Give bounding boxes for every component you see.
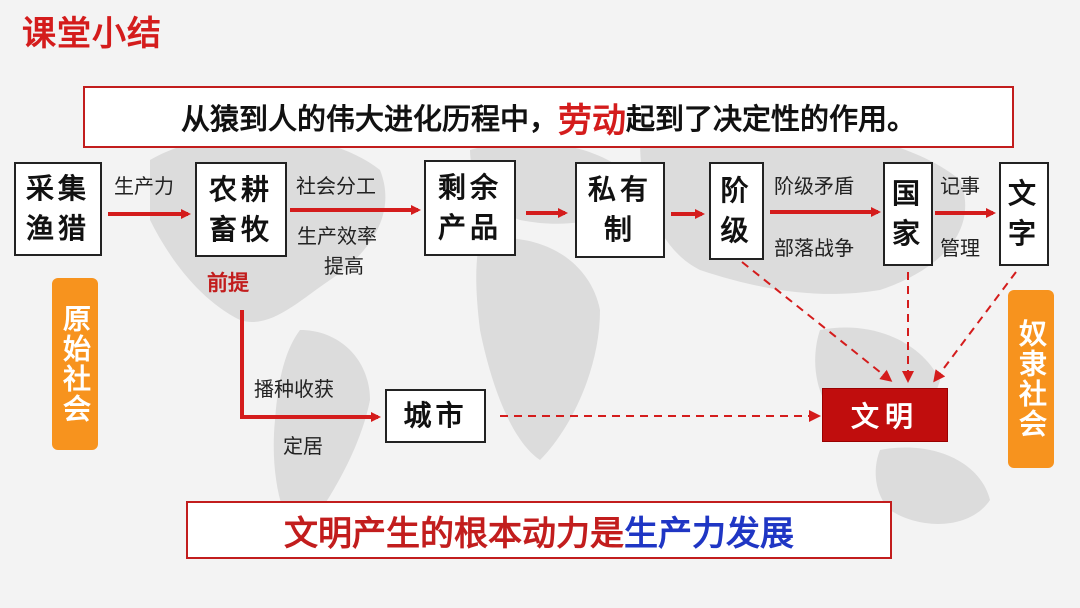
dashed-class-civilization <box>741 261 893 382</box>
label-production-efficiency: 生产效率 <box>297 224 377 248</box>
label-tribal-war: 部落战争 <box>774 236 854 260</box>
era-primitive-society: 原始社会 <box>52 278 98 450</box>
node-class: 阶 级 <box>709 162 764 260</box>
node-city: 城市 <box>385 389 486 443</box>
key-statement: 从猿到人的伟大进化历程中，劳动起到了决定性的作用。 <box>83 86 1014 148</box>
era-slave-society: 奴隶社会 <box>1008 290 1054 468</box>
conclusion-box: 文明产生的根本动力是生产力发展 <box>186 501 892 559</box>
dashed-writing-civilization <box>933 271 1017 383</box>
label-raise: 提高 <box>324 254 364 278</box>
arrow-farming-city <box>240 310 381 422</box>
conclusion-red: 文明产生的根本动力是 <box>284 513 624 554</box>
statement-highlight: 劳动 <box>558 100 626 141</box>
node-private-ownership: 私有 制 <box>575 162 665 258</box>
node-surplus-products: 剩余 产品 <box>424 160 516 256</box>
statement-post: 起到了决定性的作用。 <box>626 102 917 136</box>
label-class-conflict: 阶级矛盾 <box>774 174 854 198</box>
conclusion-blue: 生产力发展 <box>624 513 794 554</box>
label-sowing-harvest: 播种收获 <box>254 377 334 401</box>
label-settle: 定居 <box>283 434 323 458</box>
label-premise: 前提 <box>207 270 249 295</box>
page-title: 课堂小结 <box>22 14 162 54</box>
label-division-of-labor: 社会分工 <box>296 174 376 198</box>
node-gathering-fishing: 采集 渔猎 <box>14 162 102 256</box>
label-management: 管理 <box>940 236 980 260</box>
node-writing: 文 字 <box>999 162 1049 266</box>
node-farming-herding: 农耕 畜牧 <box>195 162 287 257</box>
node-state: 国 家 <box>883 162 933 266</box>
node-civilization: 文明 <box>822 388 948 442</box>
label-productivity: 生产力 <box>114 174 174 198</box>
label-record-keeping: 记事 <box>940 174 980 198</box>
statement-pre: 从猿到人的伟大进化历程中， <box>180 102 558 136</box>
